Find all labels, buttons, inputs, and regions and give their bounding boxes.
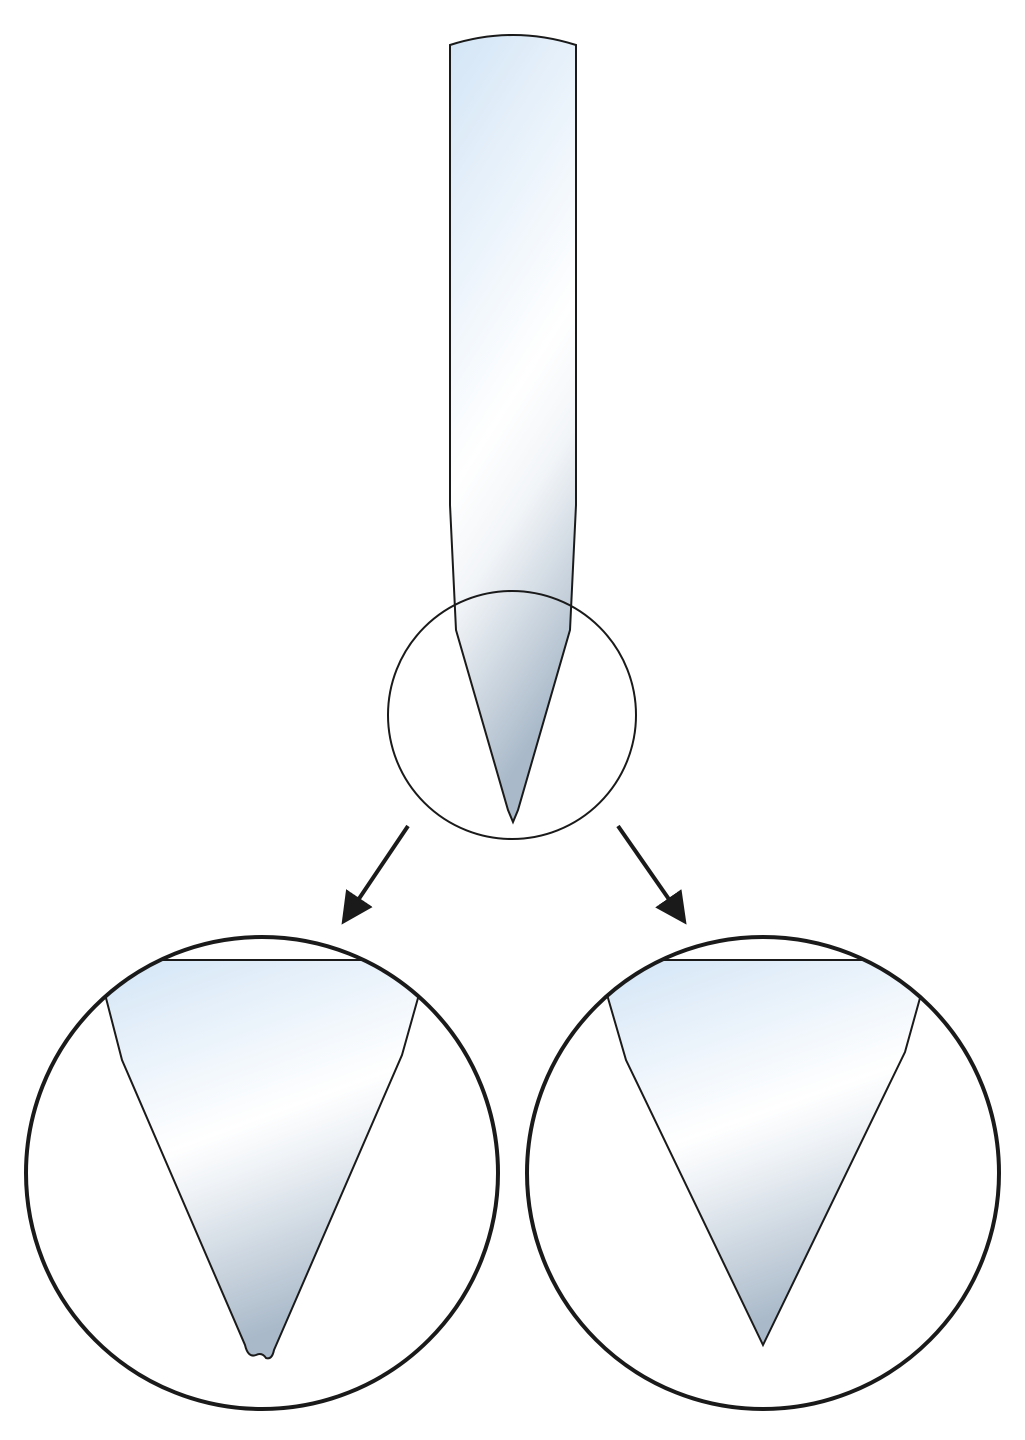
- left-zoom-circle: [24, 935, 500, 1411]
- blunt-tip-shape: [98, 959, 427, 1360]
- blunt-tip-view: [24, 935, 500, 1411]
- right-zoom-circle: [525, 935, 1001, 1411]
- sharp-tip-shape: [600, 959, 930, 1348]
- sharp-tip-view: [525, 935, 1001, 1411]
- magnifier-circle: [387, 590, 637, 840]
- arrow-down-right-icon: [616, 824, 687, 925]
- needle-shaft: [449, 34, 577, 825]
- arrow-down-left-icon: [341, 824, 410, 925]
